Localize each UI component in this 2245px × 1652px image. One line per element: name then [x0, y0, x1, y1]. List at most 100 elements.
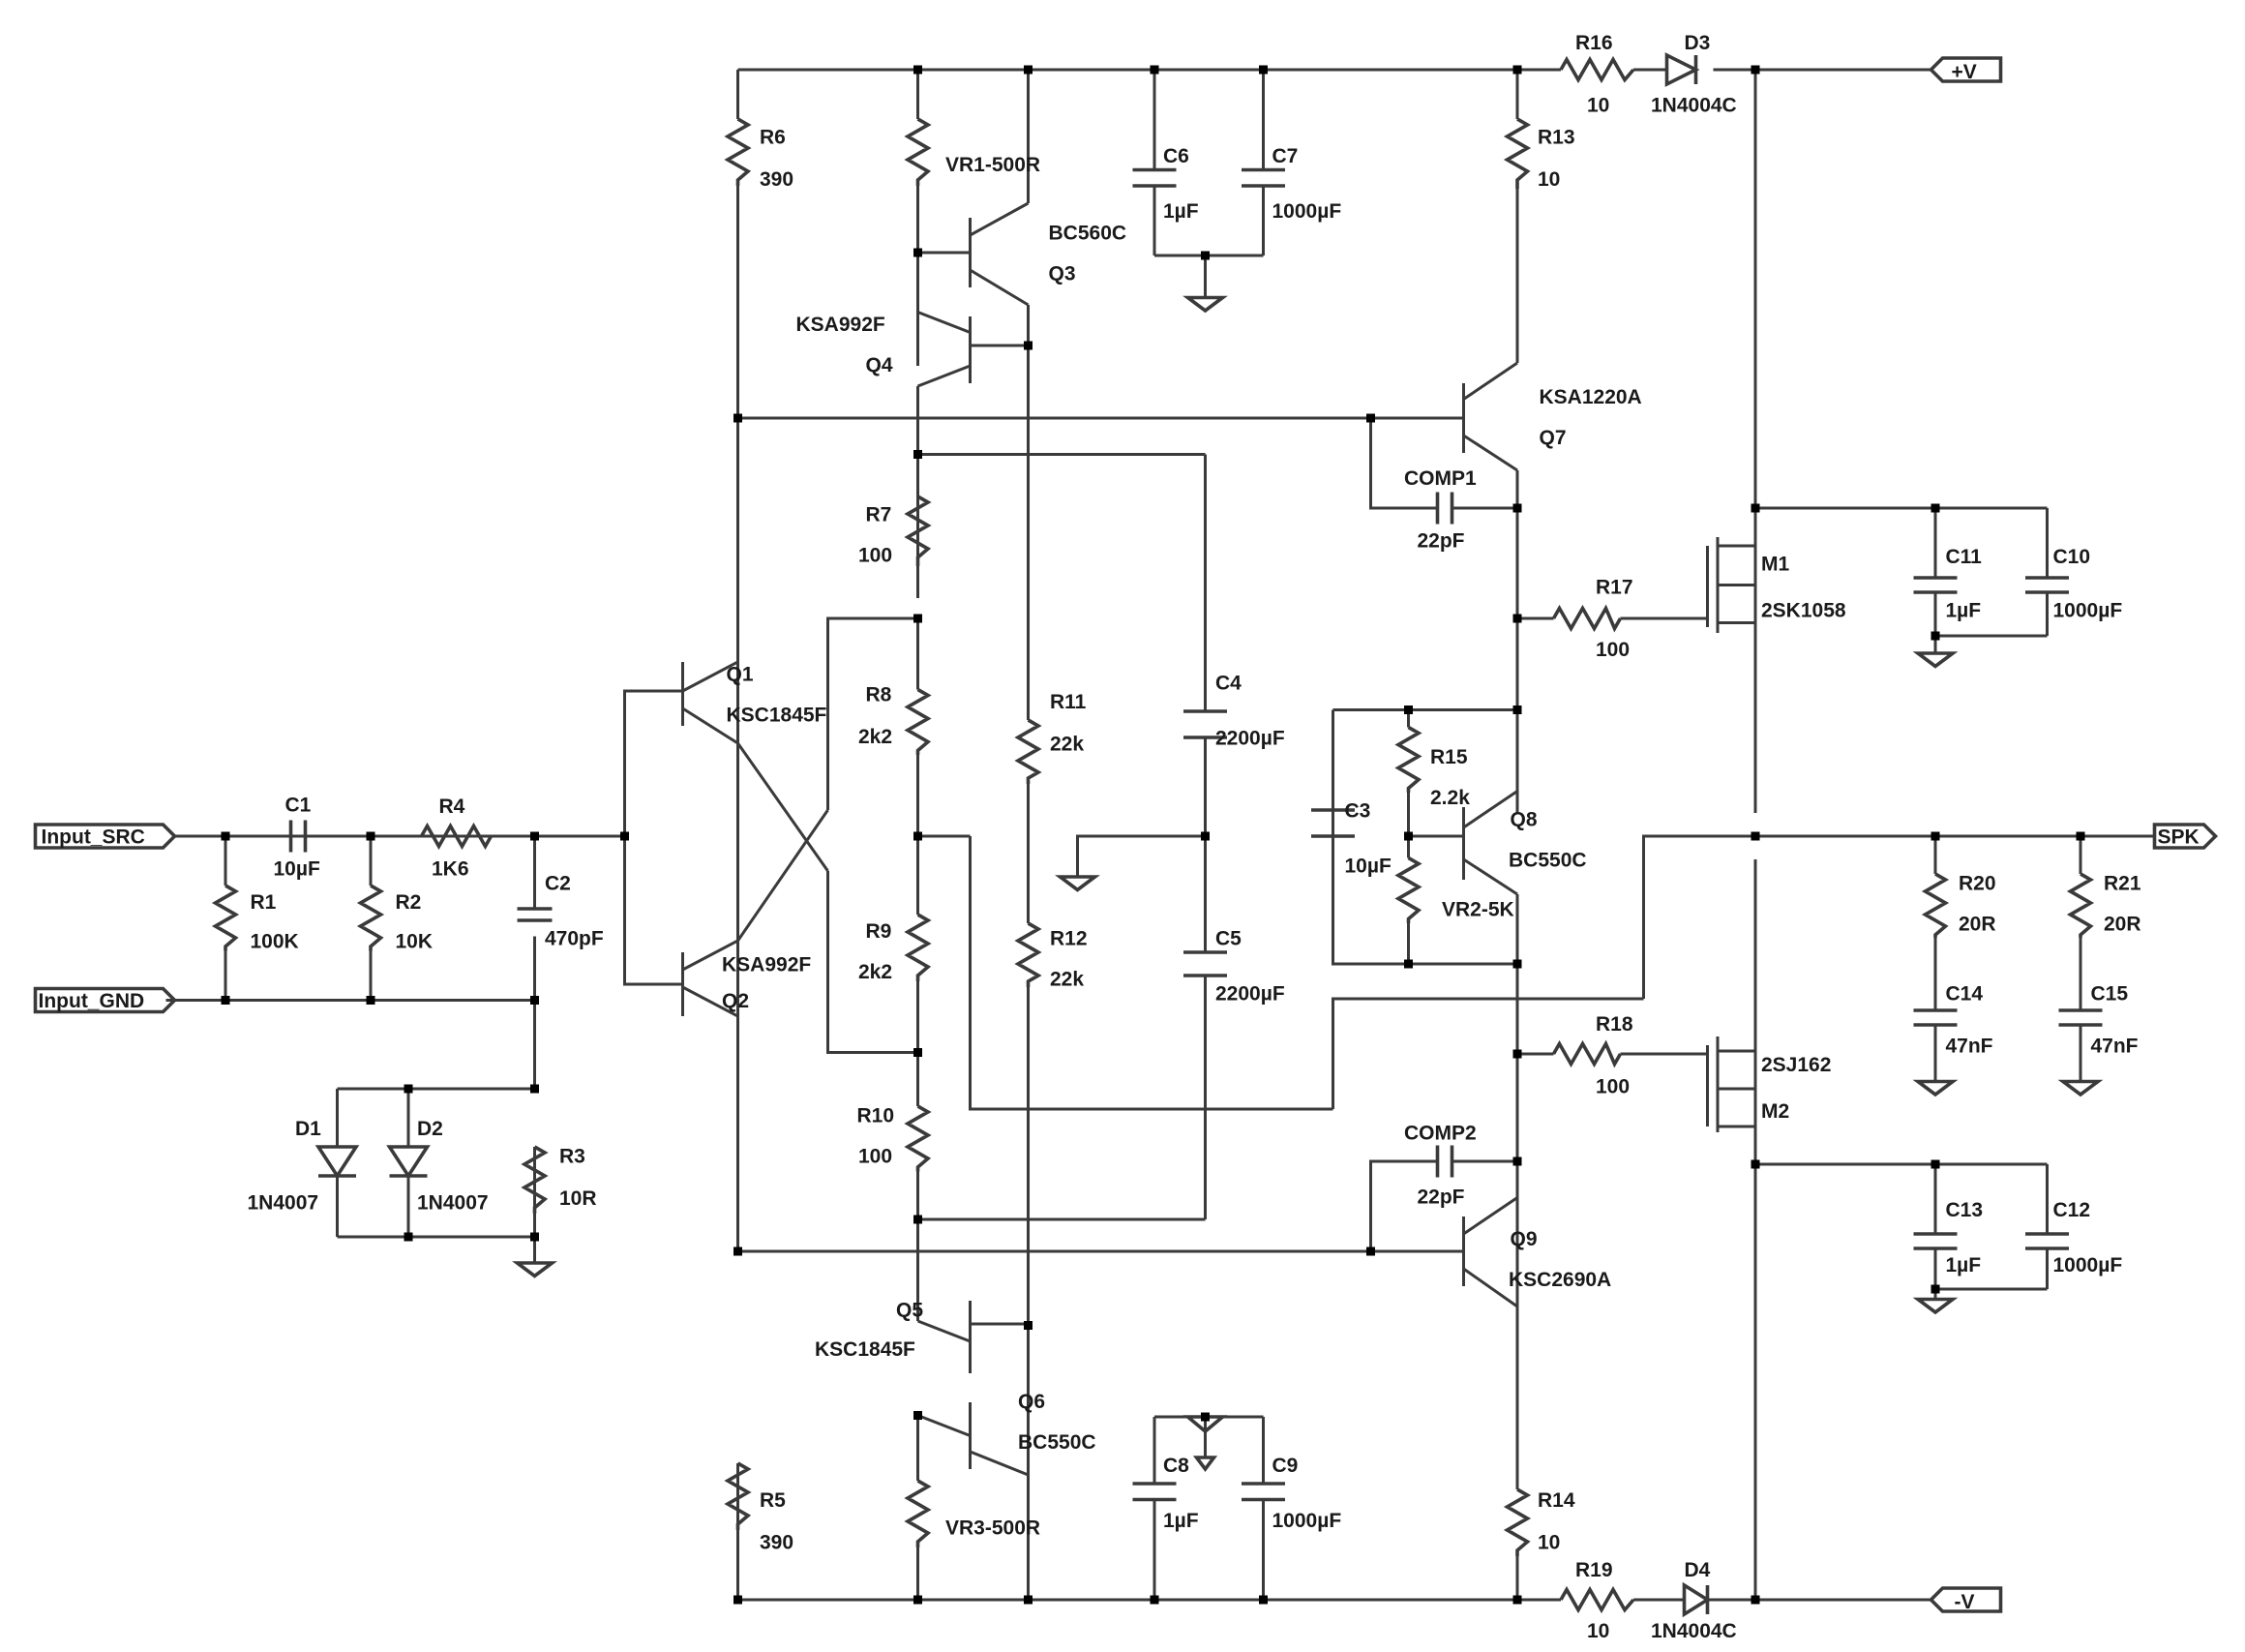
- label: Q2: [722, 990, 749, 1012]
- label: KSC1845F: [815, 1338, 915, 1361]
- label: KSA992F: [796, 314, 885, 336]
- label: 1N4007: [417, 1192, 489, 1215]
- label: C4: [1215, 673, 1242, 695]
- label: R16: [1575, 32, 1613, 54]
- label: R17: [1596, 577, 1633, 599]
- label: 390: [760, 1532, 793, 1554]
- label: 1000µF: [1272, 200, 1342, 223]
- label: 2SJ162: [1761, 1054, 1831, 1076]
- label: 10K: [396, 931, 434, 953]
- label: M2: [1761, 1100, 1789, 1123]
- label: 10: [1587, 1620, 1609, 1642]
- label: C13: [1946, 1199, 1984, 1221]
- label: M1: [1761, 554, 1789, 576]
- label: 100: [858, 1146, 892, 1168]
- label: Q3: [1049, 263, 1076, 285]
- label: 1000µF: [1272, 1510, 1342, 1532]
- label: R2: [396, 891, 422, 914]
- label: COMP1: [1404, 467, 1477, 490]
- label: 20R: [2104, 914, 2141, 936]
- label: 10: [1587, 95, 1609, 117]
- label: KSC1845F: [727, 705, 827, 727]
- label: 2.2k: [1430, 787, 1470, 809]
- component-symbols: [211, 52, 2104, 1618]
- label: D4: [1685, 1559, 1711, 1581]
- label: C11: [1946, 546, 1983, 568]
- label: C2: [545, 873, 571, 895]
- label: R8: [866, 684, 892, 706]
- label: 1µF: [1946, 1254, 1982, 1277]
- junctions: [221, 65, 2085, 1605]
- label: 2k2: [858, 961, 892, 983]
- label: R9: [866, 920, 892, 943]
- label: 1N4007: [248, 1192, 319, 1215]
- label: R4: [439, 796, 465, 818]
- label: KSC2690A: [1509, 1269, 1611, 1291]
- label: 1N4004C: [1651, 95, 1737, 117]
- label: 1µF: [1163, 1510, 1199, 1532]
- label: 10: [1538, 1532, 1560, 1554]
- label: R1: [251, 891, 277, 914]
- port-vneg: -V: [1955, 1591, 1975, 1613]
- label: 10: [1538, 168, 1560, 191]
- label: R20: [1959, 873, 1996, 895]
- port-labels: Input_SRC Input_GND +V -V SPK: [39, 61, 2200, 1613]
- label: C14: [1946, 983, 1984, 1006]
- label: 1µF: [1946, 600, 1982, 622]
- label: C7: [1272, 145, 1299, 167]
- label: 1µF: [1163, 200, 1199, 223]
- label: C15: [2091, 983, 2129, 1006]
- label: Q8: [1511, 809, 1538, 831]
- label: 22k: [1050, 734, 1084, 756]
- label: 1K6: [432, 858, 469, 881]
- label: 2k2: [858, 726, 892, 748]
- label: Q4: [866, 354, 893, 376]
- label: 100: [858, 545, 892, 567]
- label: R19: [1575, 1559, 1613, 1581]
- label: 100: [1596, 639, 1630, 661]
- label: BC550C: [1509, 850, 1587, 872]
- label: C1: [285, 795, 312, 817]
- label: BC550C: [1018, 1431, 1096, 1454]
- label: 22k: [1050, 969, 1084, 991]
- label: 1N4004C: [1651, 1620, 1737, 1642]
- label: Q7: [1540, 427, 1567, 449]
- label: 2200µF: [1215, 728, 1285, 750]
- label: R15: [1430, 746, 1468, 768]
- label: KSA992F: [722, 954, 811, 976]
- label: 1000µF: [2053, 1254, 2123, 1277]
- label: R13: [1538, 127, 1575, 149]
- label: D3: [1685, 32, 1711, 54]
- label: R18: [1596, 1013, 1633, 1036]
- label: KSA1220A: [1540, 386, 1642, 408]
- label: C12: [2053, 1199, 2091, 1221]
- label: D2: [417, 1118, 443, 1140]
- port-input-src: Input_SRC: [42, 826, 145, 849]
- label: 470pF: [545, 928, 604, 950]
- label: 10µF: [274, 858, 320, 881]
- label: Q9: [1511, 1228, 1538, 1250]
- label: 10µF: [1345, 856, 1392, 878]
- label: 22pF: [1418, 530, 1465, 553]
- label: Q6: [1018, 1391, 1045, 1413]
- port-input-gnd: Input_GND: [39, 990, 145, 1012]
- label: C9: [1272, 1455, 1299, 1477]
- label: 2SK1058: [1761, 600, 1846, 622]
- label: R10: [857, 1105, 895, 1127]
- label: R7: [866, 504, 892, 526]
- label: R5: [760, 1489, 786, 1512]
- label: C6: [1163, 145, 1189, 167]
- label: R14: [1538, 1489, 1575, 1512]
- label: BC560C: [1049, 223, 1127, 245]
- label: VR2-5K: [1442, 899, 1514, 921]
- label: R11: [1050, 691, 1087, 713]
- label: 390: [760, 168, 793, 191]
- label: 1000µF: [2053, 600, 2123, 622]
- label: 22pF: [1418, 1186, 1465, 1209]
- label: R3: [559, 1146, 585, 1168]
- label: 10R: [559, 1187, 597, 1210]
- label: 100K: [251, 931, 299, 953]
- label: 100: [1596, 1076, 1630, 1098]
- port-flags: [33, 56, 2219, 1613]
